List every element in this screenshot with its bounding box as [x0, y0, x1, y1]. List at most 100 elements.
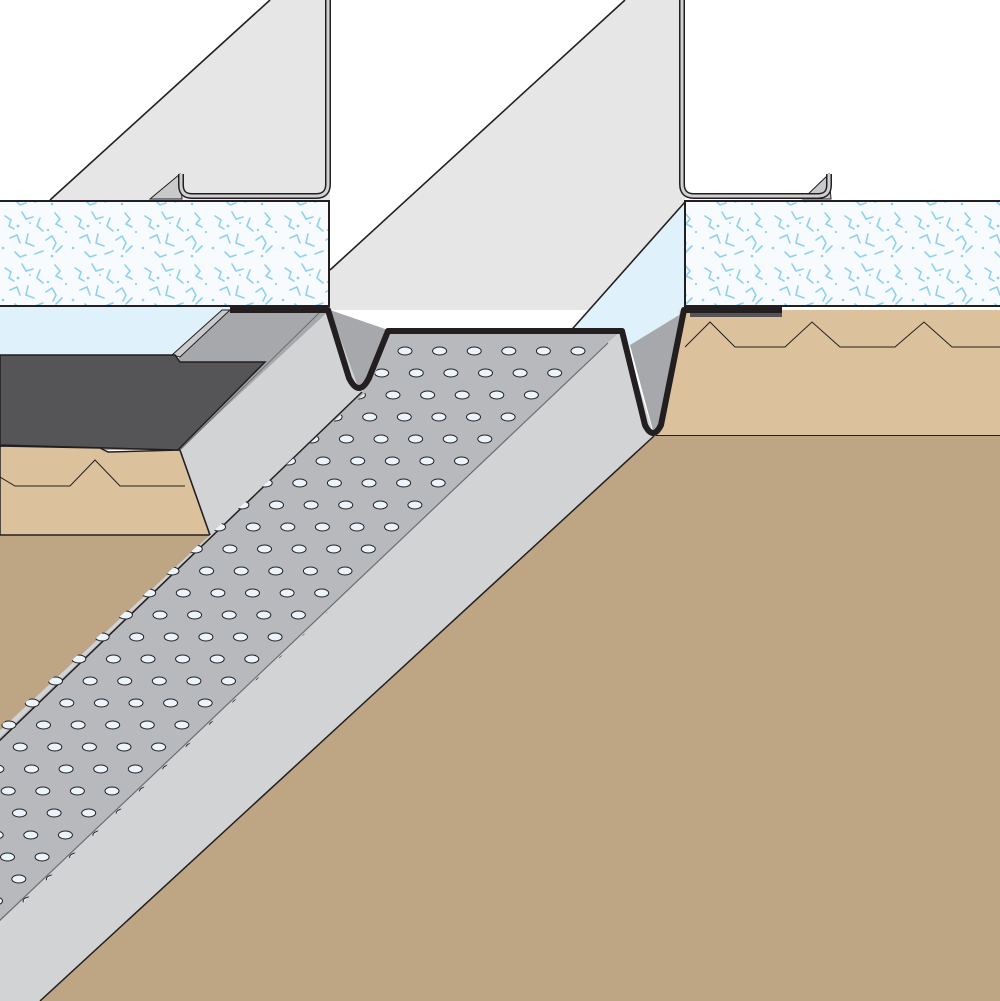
perforation-hole: [46, 808, 62, 818]
perforation-hole: [70, 720, 86, 730]
perforation-hole: [36, 720, 51, 730]
perforation-hole: [408, 434, 424, 444]
perforation-hole: [12, 742, 28, 752]
perforation-hole: [0, 786, 16, 796]
left-block-edge: [179, 311, 321, 451]
perforation-hole: [244, 654, 260, 664]
perforation-hole: [396, 412, 412, 422]
perforation-hole: [221, 610, 237, 620]
perforation-hole: [163, 698, 179, 708]
perforation-hole: [338, 500, 354, 510]
perforation-hole: [454, 390, 470, 400]
perforation-hole: [314, 588, 330, 598]
perforation-hole: [93, 764, 109, 774]
perforation-hole: [47, 742, 63, 752]
perforation-hole: [373, 434, 389, 444]
perforation-hole: [127, 764, 143, 774]
perforation-hole: [140, 654, 156, 664]
perforation-hole: [209, 654, 225, 664]
perforation-hole: [361, 478, 377, 488]
perforation-hole: [420, 390, 436, 400]
perforation-hole: [315, 456, 331, 466]
insulation-board-right: [684, 200, 1000, 307]
perforation-hole: [501, 346, 517, 356]
perforation-hole: [279, 588, 295, 598]
perforation-hole: [269, 500, 284, 510]
perforation-hole: [69, 786, 85, 796]
perforation-hole: [116, 742, 132, 752]
perforation-hole: [233, 566, 249, 576]
perforation-hole: [500, 412, 516, 422]
perforation-hole: [187, 610, 203, 620]
perforation-hole: [384, 522, 400, 532]
left-wall-edge: [49, 0, 271, 201]
perforation-hole: [303, 500, 319, 510]
channel-floor-perforated: [0, 330, 622, 921]
perforation-hole: [257, 544, 272, 554]
perforation-hole: [385, 390, 401, 400]
perforation-hole: [535, 346, 551, 356]
cover-board-right-profile: [684, 321, 1000, 348]
channel-left-wall-edge: [179, 449, 211, 536]
perforation-hole: [245, 588, 260, 598]
perforation-hole: [174, 720, 190, 730]
perforation-hole: [337, 566, 353, 576]
perforation-hole: [326, 478, 342, 488]
perforation-hole: [82, 676, 98, 686]
flashing-profile: [230, 307, 782, 436]
perforation-hole: [408, 368, 424, 378]
roofing-membrane: [0, 354, 267, 451]
perforation-hole: [280, 522, 296, 532]
perforation-hole: [151, 742, 167, 752]
perforation-hole: [117, 676, 133, 686]
perforation-hole: [290, 610, 306, 620]
perforation-hole: [547, 368, 563, 378]
channel-floor-left-edge: [0, 391, 363, 742]
cover-board-right: [655, 310, 1000, 435]
perforation-hole: [221, 676, 236, 686]
perforation-hole: [0, 830, 4, 840]
perforation-hole: [291, 544, 307, 554]
perforation-hole: [256, 610, 272, 620]
perforation-hole: [81, 808, 97, 818]
perforation-hole: [128, 698, 144, 708]
perforation-hole: [34, 852, 50, 862]
perforation-hole: [151, 676, 167, 686]
cover-board-left-profile: [0, 459, 185, 487]
perforation-hole: [139, 720, 155, 730]
perforation-hole: [431, 412, 447, 422]
perforation-hole: [349, 522, 365, 532]
perforation-hole: [58, 764, 74, 774]
perforation-hole: [105, 654, 121, 664]
perforation-hole: [175, 588, 191, 598]
channel-left-wall: [0, 310, 362, 741]
perforation-hole: [466, 346, 482, 356]
perforation-hole: [442, 434, 458, 444]
left-groove-inside: [330, 310, 388, 392]
perforation-hole: [210, 588, 226, 598]
perforation-hole: [186, 676, 202, 686]
perforation-hole: [197, 698, 213, 708]
middle-wall-edge: [329, 0, 626, 271]
perforation-hole: [374, 368, 390, 378]
right-groove-inside: [630, 312, 684, 438]
perforation-hole: [163, 632, 179, 642]
perforation-hole: [81, 742, 97, 752]
perforation-hole: [302, 566, 318, 576]
perforation-hole: [489, 390, 505, 400]
perforation-hole: [222, 544, 238, 554]
perforation-hole: [292, 478, 308, 488]
perforation-hole: [432, 346, 448, 356]
perforation-hole: [397, 346, 413, 356]
perforation-hole: [0, 764, 5, 774]
perforation-hole: [384, 456, 400, 466]
perforation-hole: [362, 412, 378, 422]
perforation-hole: [350, 456, 366, 466]
perforation-hole: [0, 896, 3, 906]
perforation-hole: [93, 698, 109, 708]
perforation-hole: [454, 456, 469, 466]
perforation-hole: [512, 368, 528, 378]
middle-wall-panel: [330, 0, 685, 310]
perforation-hole: [478, 368, 493, 378]
